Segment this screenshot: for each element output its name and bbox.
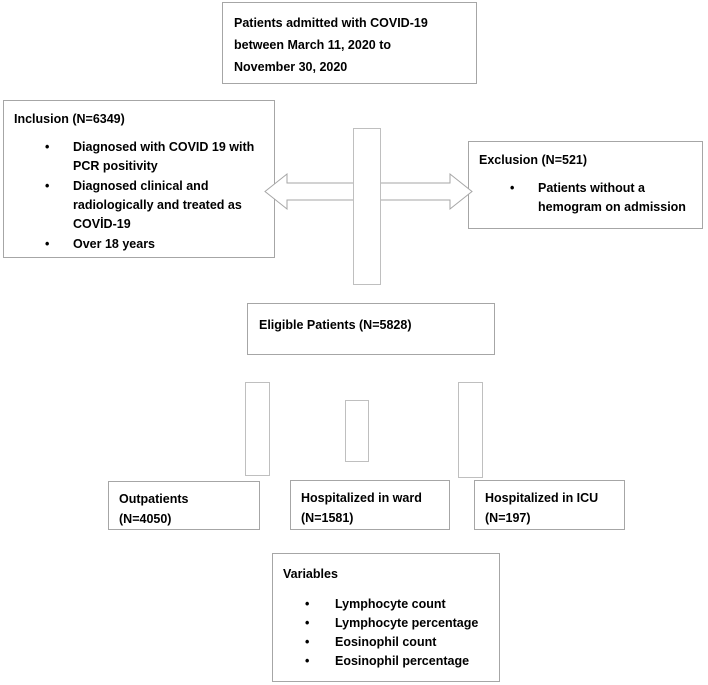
bullet-icon: • xyxy=(305,616,310,630)
variables-box: Variables • Lymphocyte count • Lymphocyt… xyxy=(272,553,500,682)
hospitalized-in-icu-text: Hospitalized in ICU (N=197) xyxy=(485,491,599,525)
list-item: • Eosinophil percentage xyxy=(305,652,499,671)
connector-bar-outpatients xyxy=(245,382,270,476)
exclusion-title: Exclusion (N=521) xyxy=(479,153,588,167)
bullet-icon: • xyxy=(45,179,50,193)
connector-bar-ward xyxy=(345,400,369,462)
bullet-icon: • xyxy=(305,635,310,649)
exclusion-box: Exclusion (N=521) • Patients without a h… xyxy=(468,141,703,229)
bullet-icon: • xyxy=(45,140,50,154)
list-item: • Lymphocyte count xyxy=(305,595,499,614)
hospitalized-in-ward-text: Hospitalized in ward (N=1581) xyxy=(301,491,422,525)
inclusion-box: Inclusion (N=6349) • Diagnosed with COVI… xyxy=(3,100,275,258)
eligible-patients-text: Eligible Patients (N=5828) xyxy=(259,318,412,332)
inclusion-bullet-2: Diagnosed clinical and radiologically an… xyxy=(73,179,242,231)
variables-bullet-2: Lymphocyte percentage xyxy=(335,616,479,630)
list-item: • Eosinophil count xyxy=(305,633,499,652)
bullet-icon: • xyxy=(510,181,515,195)
hospitalized-in-ward-box: Hospitalized in ward (N=1581) xyxy=(290,480,450,530)
bullet-icon: • xyxy=(45,237,50,251)
patients-admitted-box: Patients admitted with COVID-19 between … xyxy=(222,2,477,84)
hospitalized-in-icu-box: Hospitalized in ICU (N=197) xyxy=(474,480,625,530)
outpatients-box: Outpatients (N=4050) xyxy=(108,481,260,530)
bullet-icon: • xyxy=(305,597,310,611)
eligible-patients-box: Eligible Patients (N=5828) xyxy=(247,303,495,355)
variables-bullet-3: Eosinophil count xyxy=(335,635,437,649)
inclusion-bullet-1: Diagnosed with COVID 19 with PCR positiv… xyxy=(73,140,255,173)
variables-bullet-4: Eosinophil percentage xyxy=(335,654,470,668)
exclusion-bullet-1: Patients without a hemogram on admission xyxy=(538,181,686,214)
bullet-icon: • xyxy=(305,654,310,668)
list-item: • Diagnosed with COVID 19 with PCR posit… xyxy=(45,138,274,176)
outpatients-text: Outpatients (N=4050) xyxy=(119,492,189,526)
inclusion-title: Inclusion (N=6349) xyxy=(14,112,125,126)
variables-bullet-list: • Lymphocyte count • Lymphocyte percenta… xyxy=(283,595,499,671)
patients-admitted-text: Patients admitted with COVID-19 between … xyxy=(234,16,428,74)
list-item: • Over 18 years xyxy=(45,235,274,254)
list-item: • Patients without a hemogram on admissi… xyxy=(510,179,702,217)
vertical-connector-bar xyxy=(353,128,381,285)
exclusion-bullet-list: • Patients without a hemogram on admissi… xyxy=(479,179,702,217)
list-item: • Lymphocyte percentage xyxy=(305,614,499,633)
variables-bullet-1: Lymphocyte count xyxy=(335,597,446,611)
inclusion-bullet-3: Over 18 years xyxy=(73,237,156,251)
list-item: • Diagnosed clinical and radiologically … xyxy=(45,177,274,234)
inclusion-bullet-list: • Diagnosed with COVID 19 with PCR posit… xyxy=(14,138,274,254)
variables-title: Variables xyxy=(283,567,338,581)
connector-bar-icu xyxy=(458,382,483,478)
